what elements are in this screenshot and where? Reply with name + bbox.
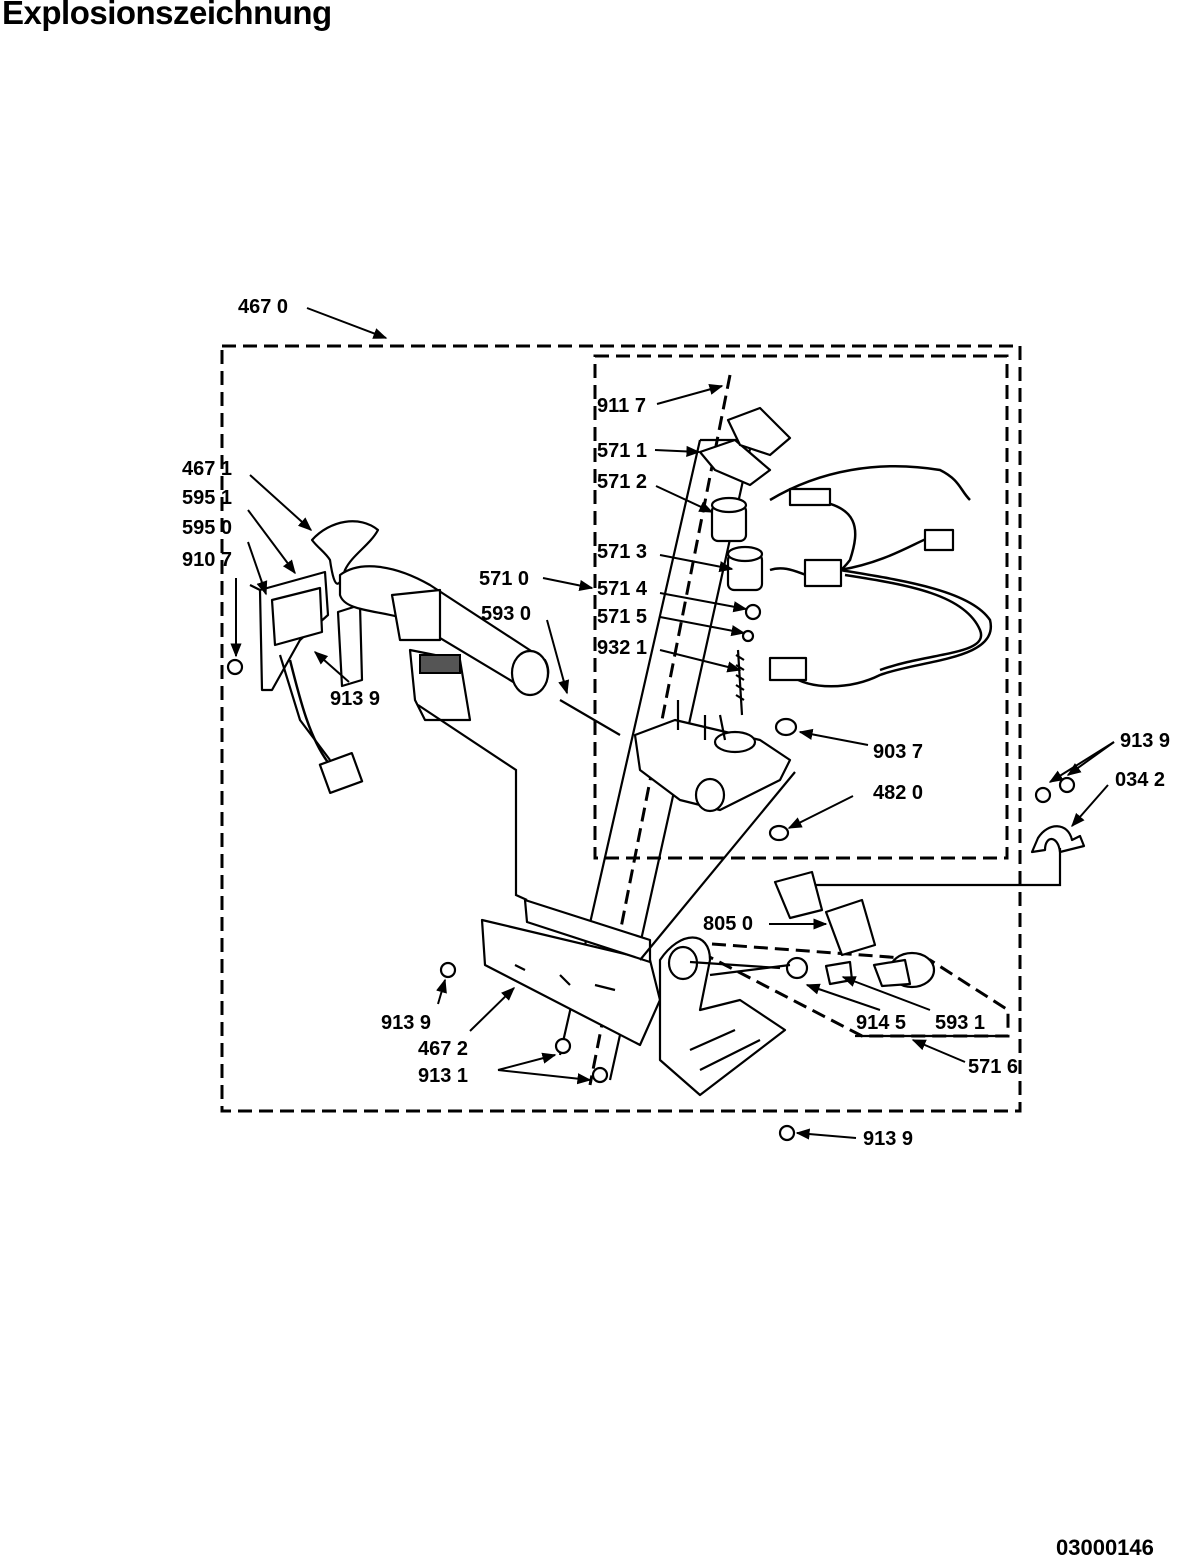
callout-arrows xyxy=(230,307,1115,1140)
callout-913-9-right: 913 9 xyxy=(1120,730,1170,752)
callout-034-2: 034 2 xyxy=(1115,769,1165,791)
callout-467-0: 467 0 xyxy=(238,296,288,318)
page-title: Explosionszeichnung xyxy=(2,0,332,31)
rod-parts-8050 xyxy=(773,870,936,989)
mounting-bracket-4672 xyxy=(480,898,787,1097)
wire-harness xyxy=(768,465,993,688)
callout-932-1: 932 1 xyxy=(597,637,647,659)
callout-595-1: 595 1 xyxy=(182,487,232,509)
small-parts-right xyxy=(768,717,798,842)
callout-913-9-bracket: 913 9 xyxy=(381,1012,431,1034)
callout-913-9-bottom: 913 9 xyxy=(863,1128,913,1150)
callout-593-1: 593 1 xyxy=(935,1012,985,1034)
callout-913-1: 913 1 xyxy=(418,1065,468,1087)
callout-571-6: 571 6 xyxy=(968,1056,1018,1078)
callout-910-7: 910 7 xyxy=(182,549,232,571)
callout-571-4: 571 4 xyxy=(597,578,648,600)
wire-plug-left xyxy=(288,659,364,795)
callout-571-1: 571 1 xyxy=(597,440,647,462)
callout-467-2: 467 2 xyxy=(418,1038,468,1060)
shifter-lever xyxy=(310,520,550,697)
assembly-boundary-inner xyxy=(593,354,1009,860)
screws xyxy=(226,658,1076,1142)
callout-571-2: 571 2 xyxy=(597,471,647,493)
housing-block xyxy=(633,700,792,813)
callout-labels: 467 0 911 7 571 1 571 2 571 3 571 0 571 … xyxy=(182,296,1170,1150)
callout-805-0: 805 0 xyxy=(703,913,753,935)
assembly-boundary-outer xyxy=(220,344,1022,1113)
assembly-leader-lines xyxy=(417,699,1062,977)
clip-0342 xyxy=(1030,825,1086,854)
callout-911-7: 911 7 xyxy=(597,395,646,417)
callout-914-5: 914 5 xyxy=(856,1012,906,1034)
document-number: 03000146 xyxy=(1056,1535,1154,1560)
bushings-5712-5713 xyxy=(710,496,764,716)
group-boundary-5716 xyxy=(699,942,1010,1038)
callout-571-0: 571 0 xyxy=(479,568,529,590)
callout-571-3: 571 3 xyxy=(597,541,647,563)
callout-571-5: 571 5 xyxy=(597,606,647,628)
callout-903-7: 903 7 xyxy=(873,741,923,763)
callout-913-9-left: 913 9 xyxy=(330,688,380,710)
switch-plate xyxy=(408,648,472,722)
callout-595-0: 595 0 xyxy=(182,517,232,539)
callout-593-0: 593 0 xyxy=(481,603,531,625)
callout-482-0: 482 0 xyxy=(873,782,923,804)
bracket-assembly-left xyxy=(249,570,364,761)
callout-467-1: 467 1 xyxy=(182,458,232,480)
column-cap-5711 xyxy=(698,406,792,487)
